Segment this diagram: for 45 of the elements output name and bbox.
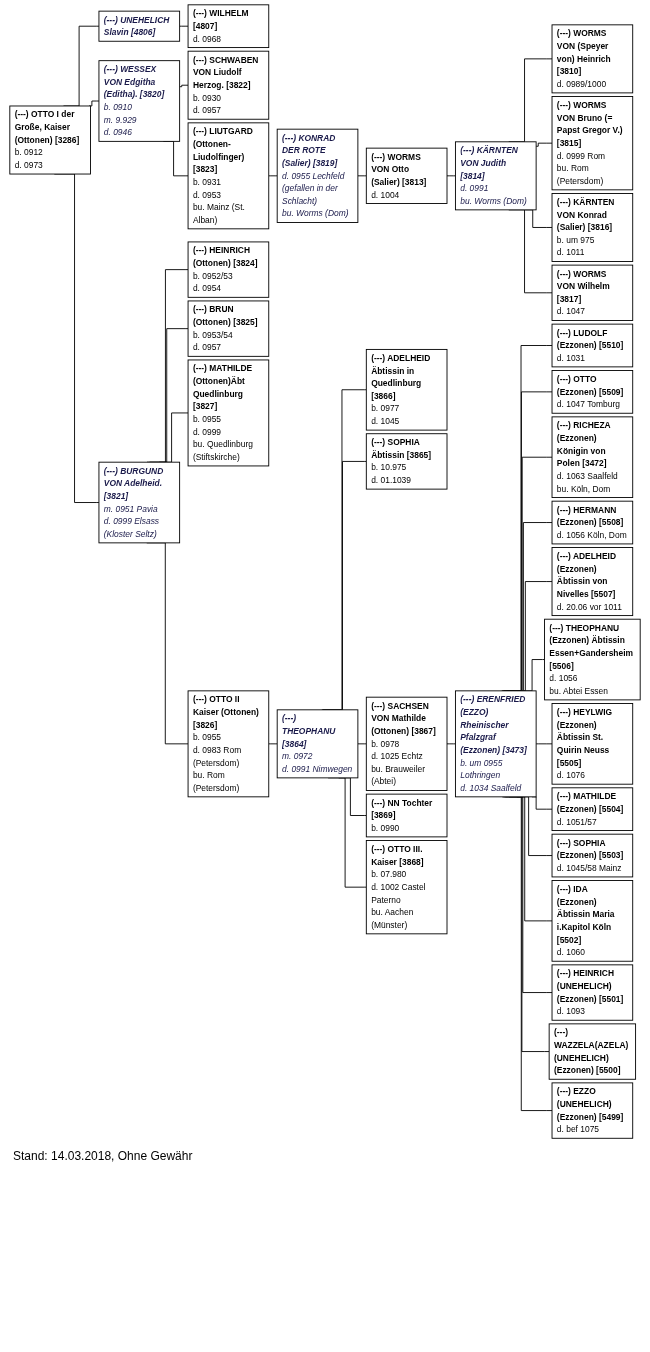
- node-box: [551, 264, 634, 321]
- node-box: [551, 193, 634, 262]
- node-box: [365, 840, 448, 935]
- node-box: [551, 880, 634, 962]
- node-box: [187, 241, 270, 298]
- connector: [88, 100, 100, 107]
- node-box: [365, 433, 448, 490]
- node-box: [551, 787, 634, 831]
- node-box: [9, 105, 91, 175]
- node-box: [98, 10, 181, 42]
- node-box: [551, 24, 634, 94]
- node-box: [276, 709, 359, 779]
- family-tree-diagram: (---) OTTO I der Große, Kaiser (Ottonen) [3286] b. 0912 d. 0973 (---) UNEHELICH Slavin [4806] (---) WILHELM [4807] d. 0968 (---) WESSEX VON Edgitha (Editha). [3820] b. 0910 m. 9.929 d. 0946 (---) SCHWABEN VON Liudolf Herzog. [3822] b. 0930 d. 0957 (---) LIUTGARD (Ottonen-Liudolfinger) [3823] b. 0931 d. 0953 bu. Mainz (St. Alban) (---) KONRAD DER ROTE (Salier) [3819] d. 0955 Lechfeld (gefallen in der Schlacht) bu. Worms (Dom) (---) WORMS VON Otto (Salier) [3813] d. 1004 (---) KÄRNTEN VON Judith [3814] d. 0991 bu. Worms (Dom) (---) WORMS VON (Speyer von) Heinrich [3810] d. 0989/1000 (---) WORMS VON Bruno (= Papst Gregor V.) [3815] d. 0999 Rom bu. Rom (Petersdom) (---) KÄRNTEN VON Konrad (Salier) [3816] b. um 975 d. 1011 (---) WORMS VON Wilhelm [3817] d. 1047 (---) HEINRICH (Ottonen) [3824] b. 0952/53 d. 0954 (---) BRUN (Ottonen) [3825] b. 0953/54 d. 0957 (---) MATHILDE (Ottonen)Äbt Quedlinburg [3827] b. 0955 d. 0999 bu. Quedlinburg (Stiftskirche) (---) ADELHEID Äbtissin in Quedlinburg [3866] b. 0977 d. 1045 (---) SOPHIA Äbtissin [3865] b. 10.975 d. 01.1039 (---) BURGUND VON Adelheid. [3821] m. 0951 Pavia d. 0999 Elsass (Kloster Seltz) (---) LUDOLF (Ezzonen) [5510] d. 1031 (---) OTTO (Ezzonen) [5509] d. 1047 Tomburg (---) RICHEZA (Ezzonen) Königin von Polen [3472] d. 1063 Saalfeld bu. Köln, Dom (---) HERMANN (Ezzonen) [5508] d. 1056 Köln, Dom (---) ADELHEID (Ezzonen) Äbtissin von Nivelles [5507] d. 20.06 vor 1011 (---) THEOPHANU (Ezzonen) Äbtissin Essen+Gandersheim [5506] d. 1056 bu. Abtei Essen (---) OTTO II Kaiser (Ottonen) [3826] b. 0955 d. 0983 Rom (Petersdom) bu. Rom (Petersdom) (---) SACHSEN VON Mathilde (Ottonen) [3867] b. 0978 d. 1025 Echtz bu. Brauweiler (Abtei) (---) THEOPHANU [3864] m. 0972 d. 0991 Nimwegen (---) ERENFRIED (EZZO) Rheinischer Pfalzgraf (Ezzonen) [3473] b. um 0955 Lothringen d. 1034 Saalfeld (---) HEYLWIG (Ezzonen) Äbtissin St. Quirin Neuss [5505] d. 1076 (---) MATHILDE (Ezzonen) [5504] d. 1051/57 (---) SOPHIA (Ezzonen) [5503] d. 1045/58 Mainz (---) IDA (Ezzonen) Äbtissin Maria i.Kapitol Köln [5502] d. 1060 (---) HEINRICH (UNEHELICH) (Ezzonen) [5501] d. 1093 (---) WAZZELA(AZELA) (UNEHELICH) (Ezzonen) [5500] (---) EZZO (UNEHELICH) (Ezzonen) [5499] d. bef 1075 (---) NN Tochter [3869] b. 0990 (---) OTTO III. Kaiser [3868] b. 07.980 d. 1002 Castel Paterno bu. Aachen (Münster): [5, 0, 645, 1144]
- connector: [268, 175, 278, 177]
- node-box: [365, 147, 448, 204]
- node-box: [551, 323, 634, 368]
- node-box: [551, 547, 634, 617]
- connector: [535, 743, 553, 745]
- node-box: [455, 690, 537, 798]
- node-box: [551, 500, 634, 545]
- node-box: [365, 348, 448, 431]
- node-box: [365, 696, 448, 791]
- node-box: [187, 300, 270, 357]
- node-box: [98, 461, 181, 544]
- node-box: [551, 370, 634, 414]
- connector: [268, 743, 278, 745]
- node-box: [544, 618, 641, 701]
- node-box: [551, 96, 634, 191]
- node-box: [187, 4, 270, 48]
- connector: [535, 142, 553, 147]
- node-box: [551, 964, 634, 1021]
- node-box: [187, 50, 270, 120]
- node-box: [455, 141, 537, 211]
- node-box: [551, 833, 634, 878]
- node-box: [187, 690, 270, 798]
- node-box: [98, 60, 181, 142]
- node-box: [187, 359, 270, 467]
- node-box: [276, 128, 359, 223]
- node-box: [365, 793, 448, 838]
- node-box: [551, 1082, 634, 1139]
- node-box: [548, 1023, 637, 1080]
- node-box: [551, 416, 634, 498]
- caption: Stand: 14.03.2018, Ohne Gewähr: [13, 1149, 194, 1164]
- node-box: [187, 122, 270, 230]
- node-box: [551, 703, 634, 785]
